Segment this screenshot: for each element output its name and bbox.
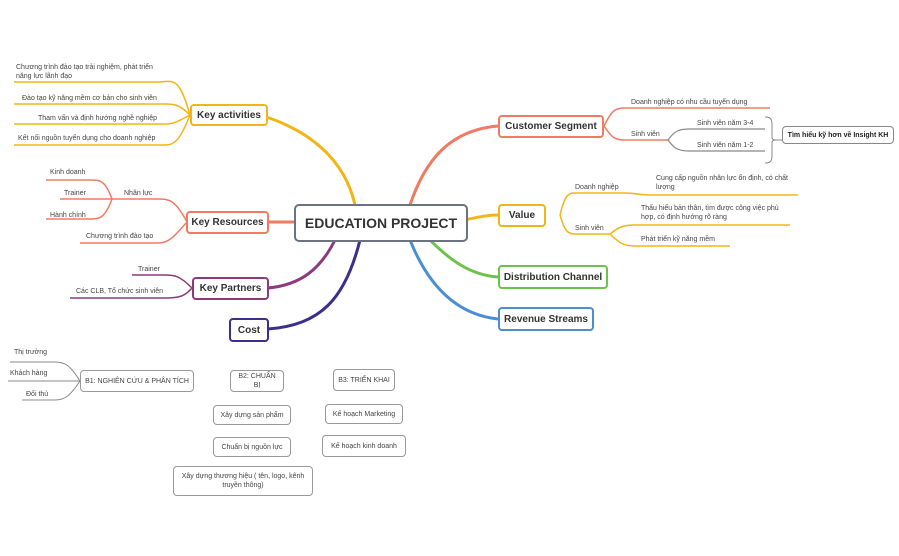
research-item: Khách hàng <box>10 370 48 377</box>
value-student-item: Phát triển kỹ năng mềm <box>641 236 715 243</box>
activity-item: Kết nối nguồn tuyển dụng cho doanh nghiệ… <box>18 135 156 142</box>
value-business: Doanh nghiệp <box>575 184 619 191</box>
key-resources-node[interactable]: Key Resources <box>186 211 269 234</box>
deploy-item[interactable]: Kế hoạch Marketing <box>325 404 403 424</box>
resource-program: Chương trình đào tạo <box>86 233 154 240</box>
partner-item: Trainer <box>138 266 160 273</box>
deploy-step[interactable]: B3: TRIỂN KHAI <box>333 369 395 391</box>
deploy-item[interactable]: Kế hoạch kinh doanh <box>322 435 406 457</box>
customer-student-item: Sinh viên năm 1-2 <box>697 142 754 149</box>
customer-business: Doanh nghiệp có nhu cầu tuyển dụng <box>631 99 748 106</box>
value-node[interactable]: Value <box>498 204 546 227</box>
customer-segment-node[interactable]: Customer Segment <box>498 115 604 138</box>
resource-human-item: Trainer <box>64 190 86 197</box>
resource-human: Nhân lực <box>124 190 153 197</box>
research-step[interactable]: B1: NGHIÊN CỨU & PHÂN TÍCH <box>80 370 194 392</box>
activity-item: Tham vấn và định hướng nghề nghiệp <box>38 115 158 122</box>
resource-human-item: Hành chính <box>50 212 86 219</box>
value-business-item: Cung cấp nguồn nhân lực ổn định, có chất… <box>656 175 788 191</box>
customer-student-item: Sinh viên năm 3-4 <box>697 120 754 127</box>
insight-note[interactable]: Tìm hiểu kỹ hơn về Insight KH <box>782 126 894 144</box>
customer-student: Sinh viên <box>631 131 660 138</box>
prepare-item[interactable]: Xây dựng thương hiệu ( tên, logo, kênh t… <box>173 466 313 496</box>
resource-human-item: Kinh doanh <box>50 169 86 176</box>
distribution-channel-node[interactable]: Distribution Channel <box>498 265 608 289</box>
value-student-item: Thấu hiểu bản thân, tìm được công việc p… <box>641 205 779 221</box>
research-item: Thị trường <box>14 349 48 356</box>
partner-item: Các CLB, Tổ chức sinh viên <box>76 288 164 295</box>
key-partners-node[interactable]: Key Partners <box>192 277 269 300</box>
activity-item: Đào tạo kỹ năng mềm cơ bản cho sinh viên <box>22 95 157 102</box>
prepare-item[interactable]: Xây dựng sản phẩm <box>213 405 291 425</box>
key-activities-node[interactable]: Key activities <box>190 104 268 126</box>
cost-node[interactable]: Cost <box>229 318 269 342</box>
root-node[interactable]: EDUCATION PROJECT <box>294 204 468 242</box>
revenue-streams-node[interactable]: Revenue Streams <box>498 307 594 331</box>
prepare-item[interactable]: Chuẩn bị nguồn lực <box>213 437 291 457</box>
value-student: Sinh viên <box>575 225 604 232</box>
research-item: Đối thủ <box>26 391 49 398</box>
activity-item: Chương trình đào tạo trải nghiệm, phát t… <box>16 64 153 80</box>
prepare-step[interactable]: B2: CHUẨN BỊ <box>230 370 284 392</box>
